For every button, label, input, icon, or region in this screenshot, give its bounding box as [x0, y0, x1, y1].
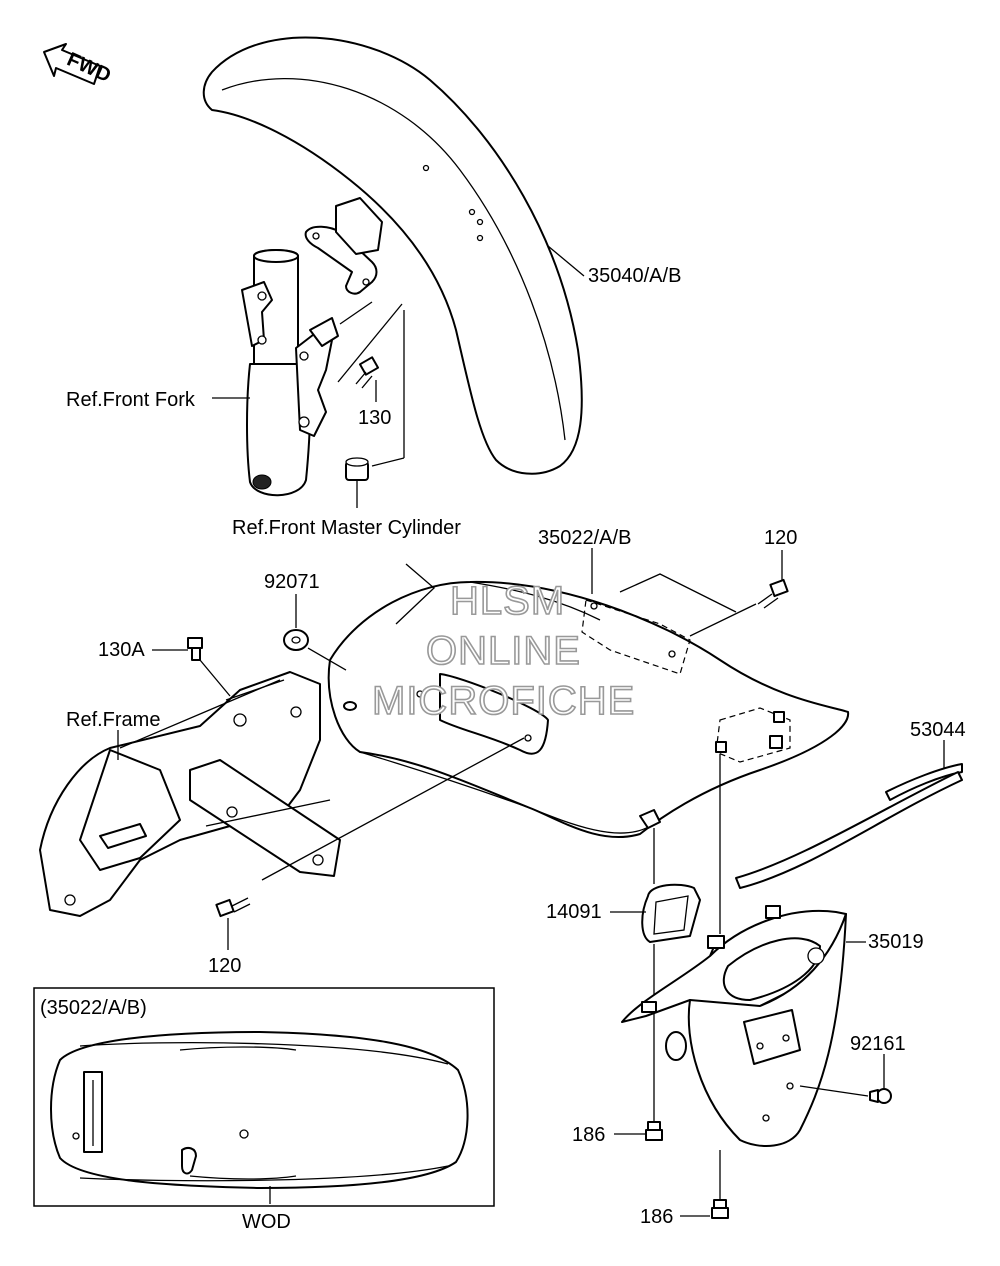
bolt-130a [187, 637, 231, 697]
bolt-186-left-label: 186 [572, 1124, 605, 1146]
frame [39, 671, 341, 917]
cushion-92071-label: 92071 [264, 571, 320, 593]
bolt-120-top-label: 120 [764, 527, 797, 549]
bolt-186-bottom [711, 1199, 729, 1219]
watermark-line3: MICROFICHE [372, 679, 635, 723]
bolt-120-bottom [215, 897, 251, 918]
master-cylinder-clamp [345, 457, 369, 508]
inset-caption: WOD [242, 1211, 291, 1233]
bolt-130 [355, 356, 380, 389]
bolt-186-left [645, 1121, 663, 1141]
rear-flap-35019 [621, 905, 847, 1147]
strip-53044-label: 53044 [910, 719, 966, 741]
watermark-line2: ONLINE [426, 629, 581, 673]
bolt-130-label: 130 [358, 407, 391, 429]
bolt-120-top [757, 578, 789, 609]
front-master-cylinder-label: Ref.Front Master Cylinder [232, 517, 461, 539]
fwd-arrow-icon: FWD [43, 43, 114, 87]
seal-14091 [641, 883, 701, 943]
front-fork-label: Ref.Front Fork [66, 389, 196, 411]
frame-label: Ref.Frame [66, 709, 160, 731]
plug-92161 [799, 1085, 892, 1104]
flap-35019-label: 35019 [868, 931, 924, 953]
bolt-120-bottom-label: 120 [208, 955, 241, 977]
seal-14091-label: 14091 [546, 901, 602, 923]
plug-92161-label: 92161 [850, 1033, 906, 1055]
front-fork [241, 249, 339, 497]
watermark: HLSM ONLINE MICROFICHE [371, 578, 635, 724]
bolt-186-bottom-label: 186 [640, 1206, 673, 1228]
front-fender [202, 36, 583, 475]
strip-53044 [735, 763, 963, 889]
front-fender-part-number: 35040/A/B [588, 265, 681, 287]
bolt-130a-label: 130A [98, 639, 145, 661]
inset-title: (35022/A/B) [40, 997, 147, 1019]
watermark-line1: HLSM [450, 579, 565, 623]
rear-fender-part-number: 35022/A/B [538, 527, 631, 549]
leader-front-fender [547, 245, 585, 277]
cushion-92071 [283, 629, 347, 671]
inset-panel: (35022/A/B) [33, 987, 495, 1207]
